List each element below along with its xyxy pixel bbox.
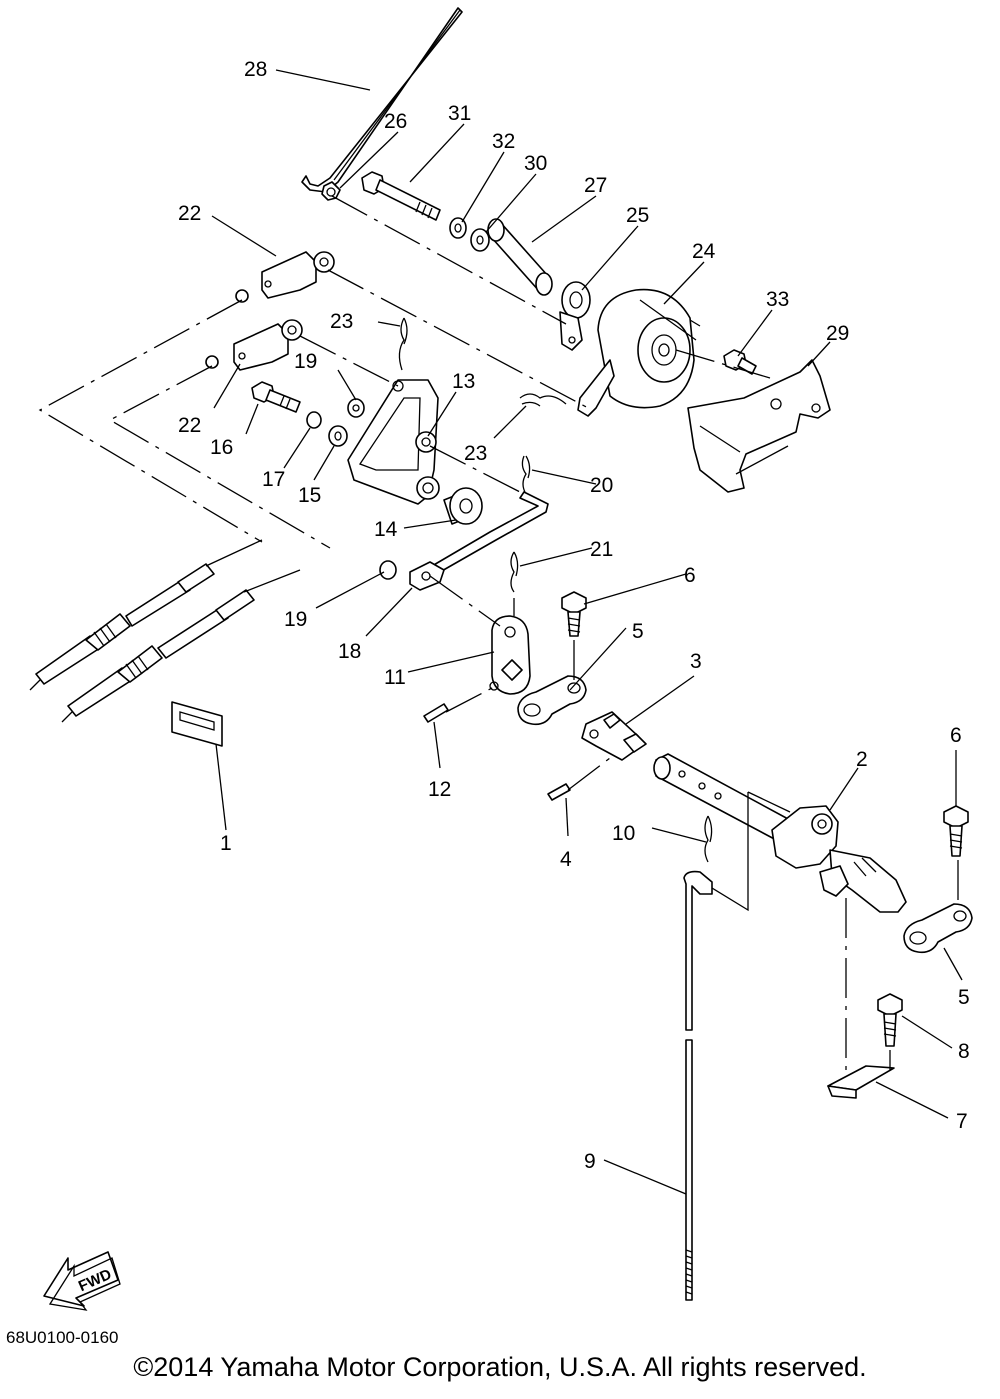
callout-labels: 28 26 31 32 30 27 25 24 22 33 29 23 19 1…: [178, 58, 970, 1173]
part-3-lever-drawing: [581, 711, 647, 761]
leader-lines: [211, 69, 963, 1195]
part-5-right-clamp-drawing: [903, 903, 973, 954]
callout-4: 4: [560, 848, 572, 871]
callout-15: 15: [298, 484, 321, 507]
part-4-pin-drawing: [547, 783, 571, 801]
part-2-shaft-drawing: [653, 753, 907, 913]
part-23-upper-pin-drawing: [398, 317, 408, 371]
callout-7: 7: [956, 1110, 968, 1133]
callout-2: 2: [856, 748, 868, 771]
part-33-screw-drawing: [723, 349, 757, 375]
callout-14: 14: [374, 518, 398, 541]
alignment-lines: [38, 195, 959, 1078]
part-20-pin-drawing: [521, 455, 531, 495]
callout-32: 32: [492, 130, 515, 153]
callout-31: 31: [448, 102, 471, 125]
part-25-bushing-drawing: [559, 281, 591, 351]
part-14-collar-drawing: [443, 487, 483, 525]
part-22-upper-joint-drawing: [261, 251, 335, 299]
parts-diagram: FWD: [29, 7, 973, 1311]
part-28-rod-drawing: [301, 7, 463, 193]
callout-30: 30: [524, 152, 547, 175]
callout-23-upper: 23: [330, 310, 353, 333]
callout-20: 20: [590, 474, 613, 497]
callout-8: 8: [958, 1040, 970, 1063]
callout-21: 21: [590, 538, 613, 561]
callout-22-upper: 22: [178, 202, 201, 225]
callout-29: 29: [826, 322, 849, 345]
part-18-joint-drawing: [409, 561, 445, 591]
part-22-lower-joint-drawing: [233, 319, 303, 371]
copyright-notice: ©2014 Yamaha Motor Corporation, U.S.A. A…: [133, 1352, 867, 1382]
callout-24: 24: [692, 240, 716, 263]
callout-17: 17: [262, 468, 285, 491]
part-15-washer-drawing: [328, 425, 348, 447]
part-27-collar-drawing: [487, 218, 553, 296]
part-21-pin-drawing: [510, 551, 519, 593]
part-cable-nuts-drawing: [205, 289, 249, 369]
part-6-upper-bolt-drawing: [561, 591, 587, 637]
part-7-plate-drawing: [827, 1065, 895, 1099]
part-12-pin-drawing: [423, 703, 449, 723]
callout-1: 1: [220, 832, 232, 855]
part-29-bracket-drawing: [687, 359, 831, 493]
part-11-lever-drawing: [489, 615, 531, 695]
callout-27: 27: [584, 174, 607, 197]
callout-3: 3: [690, 650, 702, 673]
callout-13: 13: [452, 370, 475, 393]
callout-18: 18: [338, 640, 361, 663]
fwd-arrow-icon: FWD: [43, 1251, 121, 1311]
callout-10: 10: [612, 822, 635, 845]
part-17-washer-drawing: [306, 411, 322, 429]
callout-19-upper: 19: [294, 350, 317, 373]
callout-5-right: 5: [958, 986, 970, 1009]
part-9-rod-drawing: [683, 870, 713, 1301]
callout-11: 11: [384, 666, 406, 689]
callout-9: 9: [584, 1150, 596, 1173]
callout-16: 16: [210, 436, 233, 459]
part-10-pin-drawing: [704, 815, 713, 863]
part-24-cam-drawing: [577, 288, 701, 417]
part-1-cables-drawing: [29, 539, 301, 747]
part-drawings: FWD: [29, 7, 973, 1311]
part-31-bolt-drawing: [361, 171, 441, 221]
part-30-washer-drawing: [470, 228, 490, 252]
callout-28: 28: [244, 58, 267, 81]
callout-26: 26: [384, 110, 407, 133]
part-13-lever-drawing: [347, 379, 440, 505]
diagram-code: 68U0100-0160: [6, 1328, 119, 1347]
callout-23-lower: 23: [464, 442, 487, 465]
callout-6-right: 6: [950, 724, 962, 747]
part-32-washer-drawing: [449, 217, 467, 239]
part-8-bolt-drawing: [877, 993, 903, 1047]
part-23-lower-pin-drawing: [519, 393, 567, 407]
callout-33: 33: [766, 288, 789, 311]
callout-19-lower: 19: [284, 608, 307, 631]
callout-12: 12: [428, 778, 451, 801]
part-19-upper-washer-drawing: [347, 398, 365, 418]
callout-6-upper: 6: [684, 564, 696, 587]
part-5-upper-clamp-drawing: [517, 675, 587, 726]
part-19-lower-washer-drawing: [379, 560, 397, 580]
callout-25: 25: [626, 204, 649, 227]
part-16-bolt-drawing: [251, 381, 301, 413]
callout-5-upper: 5: [632, 620, 644, 643]
part-6-right-bolt-drawing: [943, 805, 969, 857]
callout-22-lower: 22: [178, 414, 201, 437]
